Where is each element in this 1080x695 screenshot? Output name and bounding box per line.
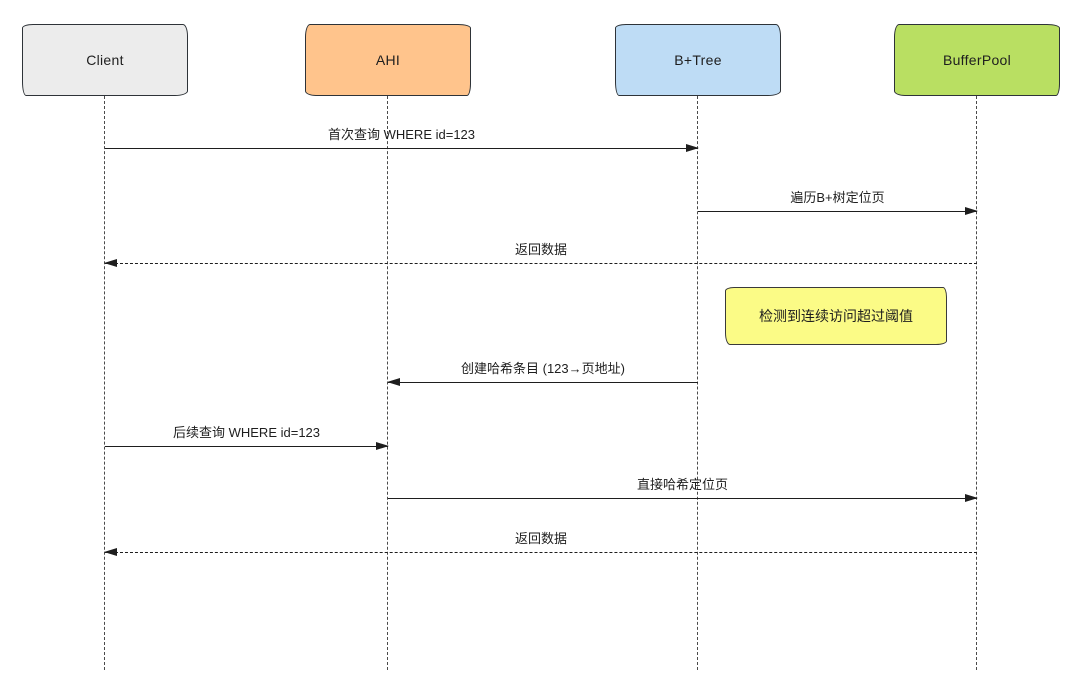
note-text: 检测到连续访问超过阈值 <box>759 308 913 324</box>
message-subsequent-query-label: 后续查询 WHERE id=123 <box>172 425 321 440</box>
arrowhead-left-icon <box>104 547 117 556</box>
arrowhead-left-icon <box>104 258 117 267</box>
arrowhead-left-icon <box>387 377 400 386</box>
actor-bptree: B+Tree <box>615 24 781 96</box>
message-line <box>105 263 977 264</box>
lifeline-bufferpool <box>976 96 977 670</box>
actor-bufferpool: BufferPool <box>894 24 1060 96</box>
lifeline-client <box>104 96 105 670</box>
message-first-query-label: 首次查询 WHERE id=123 <box>327 127 476 142</box>
message-line <box>105 446 388 447</box>
lifeline-bptree <box>697 96 698 670</box>
message-traverse-btree-label: 遍历B+树定位页 <box>790 190 885 205</box>
actor-ahi: AHI <box>305 24 471 96</box>
message-line <box>698 211 977 212</box>
message-create-hash-entry-label: 创建哈希条目 (123→页地址) <box>461 361 625 376</box>
message-line <box>388 498 977 499</box>
arrowhead-right-icon <box>686 143 699 152</box>
message-return-data-1-label: 返回数据 <box>514 242 568 257</box>
message-line <box>388 382 698 383</box>
actor-client: Client <box>22 24 188 96</box>
message-line <box>105 552 977 553</box>
actor-label-bufferpool: BufferPool <box>942 52 1012 68</box>
arrowhead-right-icon <box>965 493 978 502</box>
actor-label-client: Client <box>86 52 124 68</box>
actor-label-ahi: AHI <box>375 52 401 68</box>
arrowhead-right-icon <box>965 206 978 215</box>
arrowhead-right-icon <box>376 441 389 450</box>
message-line <box>105 148 698 149</box>
message-direct-hash-locate-label: 直接哈希定位页 <box>636 477 729 492</box>
actor-label-bptree: B+Tree <box>674 52 722 68</box>
note-threshold-detected: 检测到连续访问超过阈值 <box>725 287 947 345</box>
message-return-data-2-label: 返回数据 <box>514 531 568 546</box>
